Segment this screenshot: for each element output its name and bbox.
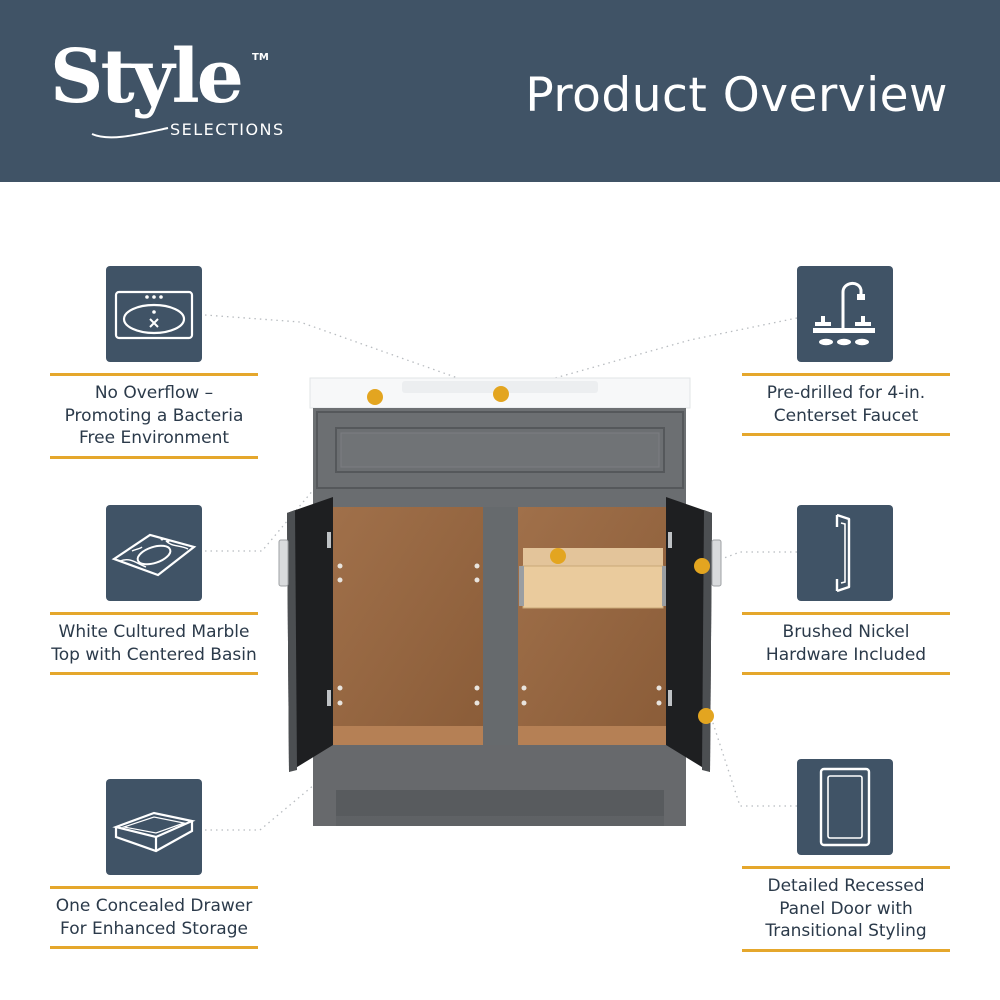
faucet-icon [813,282,875,346]
logo-wordmark: Style [50,34,244,120]
panel-door-icon [819,767,871,847]
page-title: Product Overview [525,68,948,123]
right-door [666,497,722,772]
drawer-icon [112,811,196,853]
brand-logo: Style TM SELECTIONS [50,34,310,148]
feature-label-panel-door: Detailed Recessed Panel Door with Transi… [742,866,950,952]
logo-swoosh-icon [91,127,169,139]
concealed-drawer [519,548,667,609]
feature-label-drawer: One Concealed Drawer For Enhanced Storag… [50,886,258,949]
logo-trademark: TM [252,52,269,63]
feature-label-hardware: Brushed Nickel Hardware Included [742,612,950,675]
marble-top-icon [111,533,197,577]
left-door [278,497,333,772]
cabinet-interior-left [333,507,483,745]
feature-label-marble-top: White Cultured Marble Top with Centered … [50,612,258,675]
logo-subtitle: SELECTIONS [170,120,285,139]
feature-icon-faucet [797,266,893,362]
feature-icon-panel-door [797,759,893,855]
cabinet-interior-right [518,507,666,745]
feature-label-faucet: Pre-drilled for 4-in. Centerset Faucet [742,373,950,436]
handle-icon [835,513,851,593]
feature-icon-drawer [106,779,202,875]
feature-label-overflow: No Overflow – Promoting a Bacteria Free … [50,373,258,459]
header-banner: Style TM SELECTIONS Product Overview [0,0,1000,182]
feature-icon-hardware [797,505,893,601]
callout-dot-overflow [493,386,509,402]
feature-icon-overflow [106,266,202,362]
callout-dot-hardware [694,558,710,574]
callout-dot-panel-door [698,708,714,724]
callout-dot-marble-top [367,389,383,405]
sink-basin-icon [114,290,194,340]
callout-dot-drawer [550,548,566,564]
feature-icon-marble-top [106,505,202,601]
